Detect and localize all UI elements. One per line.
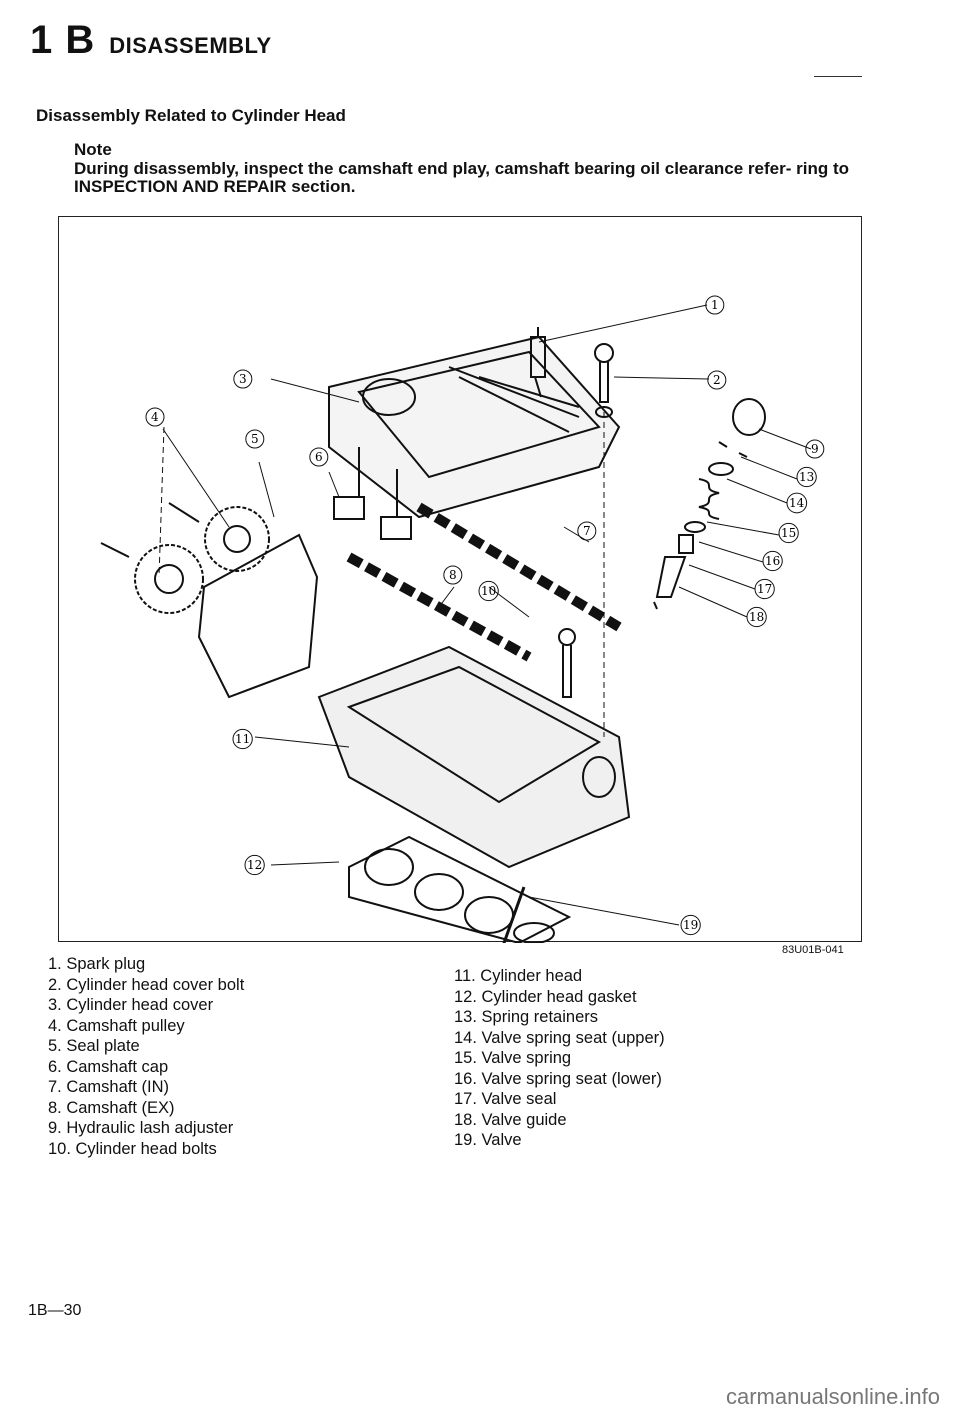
callout-circle: [796, 466, 817, 488]
callout-circle: [478, 580, 499, 602]
callout-circle: [309, 447, 329, 467]
valve-train-drawing: [502, 398, 766, 943]
section-number: 1 B: [30, 18, 96, 62]
callout-14: 14: [789, 496, 805, 510]
list-item: 2. Cylinder head cover bolt: [48, 975, 245, 994]
callout-circle: [233, 369, 253, 389]
list-item: 18. Valve guide: [454, 1110, 567, 1129]
callout-5: 5: [251, 432, 259, 446]
callout-10: 10: [481, 584, 496, 598]
callout-circle: [778, 522, 799, 544]
callout-1: 1: [711, 298, 719, 312]
page-number: 1B—30: [28, 1302, 82, 1319]
callout-circle: [232, 728, 253, 750]
watermark: carmanualsonline.info: [725, 1384, 940, 1409]
cylinder-head-drawing: [317, 645, 631, 869]
parts-list-right: 11. Cylinder head 12. Cylinder head gask…: [454, 966, 665, 1151]
camshaft-caps-drawing: [333, 447, 412, 540]
list-item: 17. Valve seal: [454, 1090, 557, 1108]
figure-code: 83U01B-041: [782, 944, 844, 956]
callout-6: 6: [315, 450, 323, 464]
callout-circle: [443, 565, 463, 585]
callout-8: 8: [449, 568, 457, 582]
callout-4: 4: [151, 410, 159, 424]
callout-circle: [244, 854, 265, 876]
list-item: 10. Cylinder head bolts: [48, 1139, 217, 1158]
callout-circle: [577, 521, 597, 541]
callout-circle: [680, 914, 701, 936]
header-divider: [814, 76, 862, 77]
callout-circle: [705, 295, 725, 315]
list-item: 7. Camshaft (IN): [48, 1078, 170, 1096]
note-text: During disassembly, inspect the camshaft…: [74, 159, 849, 196]
callout-2: 2: [713, 373, 721, 387]
list-item: 9. Hydraulic lash adjuster: [48, 1119, 234, 1137]
cylinder-head-cover-drawing: [328, 335, 621, 519]
list-item: 12. Cylinder head gasket: [454, 987, 637, 1006]
section-title: DISASSEMBLY: [109, 33, 272, 58]
list-item: 6. Camshaft cap: [48, 1057, 169, 1076]
seal-plate-drawing: [197, 533, 319, 699]
parts-list-left: 1. Spark plug 2. Cylinder head cover bol…: [48, 954, 244, 1159]
callout-circle: [754, 578, 775, 600]
list-item: 4. Camshaft pulley: [48, 1016, 185, 1035]
callout-19: 19: [683, 918, 698, 932]
list-item: 15. Valve spring: [454, 1049, 572, 1067]
callout-circle: [746, 606, 767, 628]
list-item: 3. Cylinder head cover: [48, 996, 214, 1014]
list-item: 19. Valve: [454, 1131, 522, 1149]
list-item: 13. Spring retainers: [454, 1008, 598, 1026]
callout-17: 17: [757, 582, 772, 596]
head-bolt-drawing: [558, 628, 576, 698]
exploded-view-figure: 1 2 3 4 5 6 7 8 9 10 11 12 13 14 15 16 1…: [58, 216, 862, 943]
callout-13: 13: [799, 470, 814, 484]
cylinder-head-exploded-drawing: 1 2 3 4 5 6 7 8 9 10 11 12 13 14 15 16 1…: [100, 295, 825, 943]
callout-9: 9: [811, 442, 819, 456]
callout-16: 16: [765, 554, 780, 568]
callout-circle: [145, 407, 165, 427]
list-item: 8. Camshaft (EX): [48, 1098, 175, 1117]
list-item: 11. Cylinder head: [454, 967, 583, 985]
callout-labels: 1 2 3 4 5 6 7 8 9 10 11 12 13 14 15 16 1…: [145, 295, 825, 936]
camshaft-pulleys-drawing: [100, 502, 270, 614]
callout-3: 3: [239, 372, 247, 386]
page-subtitle: Disassembly Related to Cylinder Head: [36, 106, 346, 125]
callout-15: 15: [781, 526, 796, 540]
list-item: 14. Valve spring seat (upper): [454, 1028, 665, 1047]
list-item: 16. Valve spring seat (lower): [454, 1069, 662, 1088]
callout-circle: [707, 370, 727, 390]
callout-18: 18: [749, 610, 764, 624]
callout-circle: [762, 550, 783, 572]
note-label: Note: [74, 140, 112, 159]
callout-12: 12: [247, 858, 262, 872]
callout-circle: [805, 439, 825, 459]
callout-11: 11: [235, 732, 250, 746]
head-gasket-drawing: [348, 835, 572, 943]
spark-plug-drawing: [530, 327, 546, 398]
list-item: 1. Spark plug: [48, 955, 146, 973]
callout-circle: [786, 492, 808, 514]
callout-circle: [245, 429, 265, 449]
list-item: 5. Seal plate: [48, 1037, 140, 1055]
callout-7: 7: [583, 524, 591, 538]
section-header: 1 B DISASSEMBLY: [30, 18, 272, 63]
